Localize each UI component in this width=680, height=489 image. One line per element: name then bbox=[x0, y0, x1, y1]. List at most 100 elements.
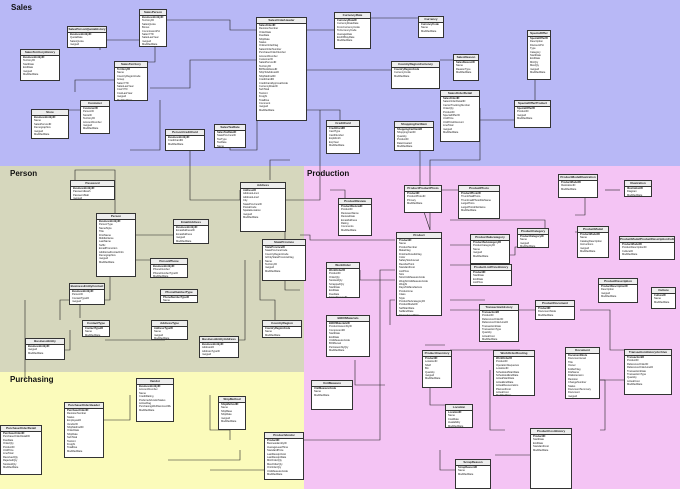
entity-column: LargePhoto bbox=[461, 202, 475, 206]
entity-title: Document bbox=[566, 348, 599, 354]
entity-column: ModifiedDate bbox=[221, 419, 237, 423]
entity-title: SalesOrderHeader bbox=[257, 18, 306, 24]
entity-column: rowguid bbox=[265, 266, 275, 270]
entity-column: Name bbox=[34, 119, 41, 123]
entity-column: StartDate bbox=[533, 438, 544, 442]
entity-title: CountryRegionCurrency bbox=[392, 62, 439, 68]
entity-column: ProductID bbox=[533, 435, 546, 438]
entity-column: StartDate bbox=[473, 274, 484, 278]
entity-title: Culture bbox=[652, 288, 675, 294]
entity-title: Address bbox=[241, 183, 285, 189]
entity-column: Primary bbox=[407, 198, 416, 202]
relationship-line bbox=[135, 228, 176, 236]
entity-column: FileExtension bbox=[568, 374, 584, 378]
entity-title: SalesPerson bbox=[140, 10, 166, 16]
entity-column: ModifiedDate bbox=[99, 260, 115, 264]
entity-column: ScheduledStartDate bbox=[496, 370, 520, 374]
entity-column: Quantity bbox=[397, 134, 407, 138]
entity-column: Description bbox=[530, 40, 543, 44]
entity-column: ReferenceOrderLineID bbox=[482, 321, 509, 325]
entity-column: BillOfMaterialsID bbox=[329, 322, 350, 325]
entity-column: ModifiedDate bbox=[200, 357, 238, 358]
entity-phonenumbertype[interactable]: PhoneNumberTypePhoneNumberTypeIDNameModi… bbox=[160, 289, 198, 303]
entity-column: ModifiedDate bbox=[3, 465, 19, 469]
entity-column: ModifiedDate bbox=[530, 70, 546, 74]
entity-column: ReviewerName bbox=[341, 211, 359, 215]
entity-column: Title bbox=[568, 360, 573, 364]
entity-column: ModifiedDate bbox=[496, 394, 512, 396]
entity-column: ProductSubcategoryID bbox=[399, 300, 426, 304]
entity-column: ModifiedDate bbox=[139, 408, 155, 412]
entity-column: SalesTaxRateID bbox=[217, 131, 237, 134]
relationship-line bbox=[359, 270, 395, 281]
entity-column: CarrierTrackingNumber bbox=[443, 103, 470, 107]
entity-column: SpecialOfferID bbox=[517, 107, 535, 110]
entity-column: rowguid bbox=[568, 394, 578, 398]
entity-column: Name bbox=[163, 299, 170, 303]
relationship-line bbox=[209, 395, 231, 440]
entity-column: WorkOrderID bbox=[496, 357, 513, 360]
entity-title: AddressType bbox=[152, 321, 187, 327]
